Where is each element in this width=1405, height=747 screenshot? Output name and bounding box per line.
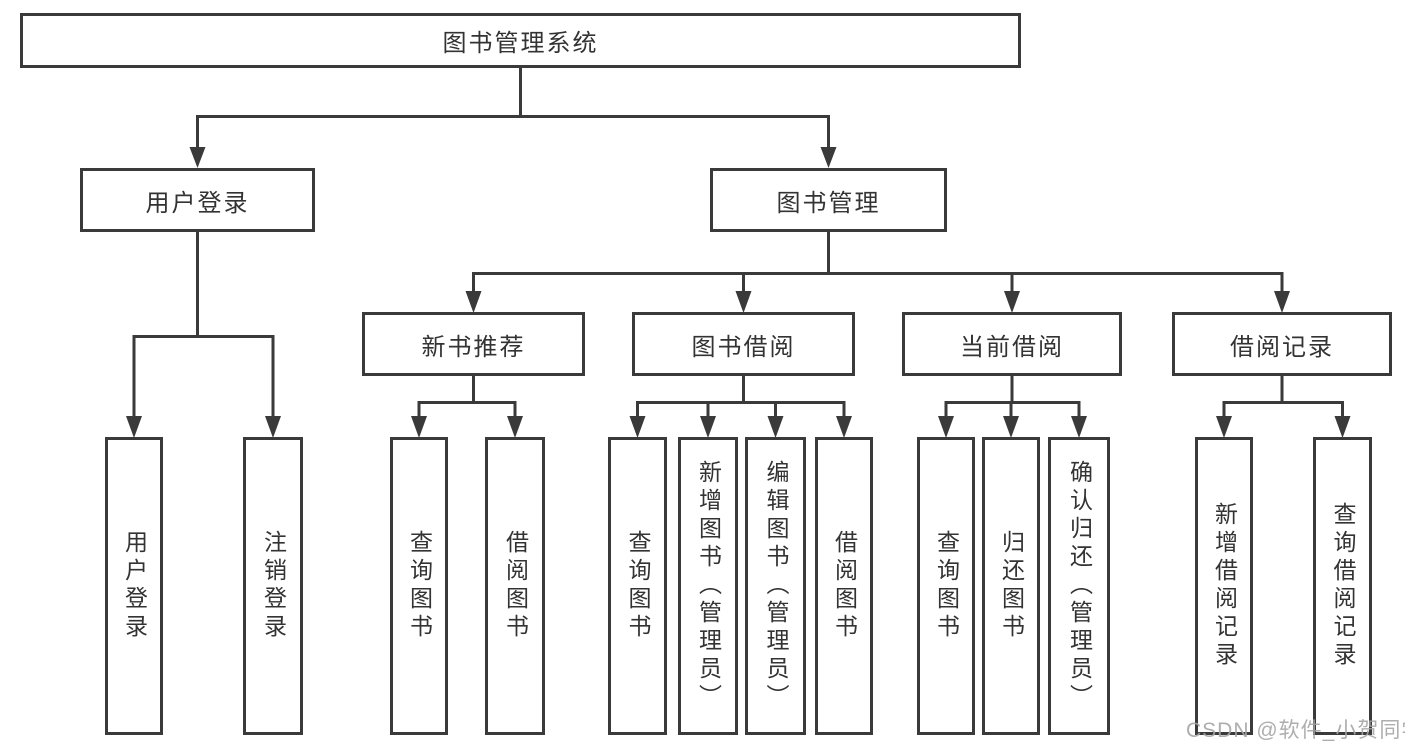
leaf-records-query-record: 查询借阅记录: [1313, 437, 1372, 735]
arrowhead: [836, 416, 852, 438]
arrowhead: [938, 416, 954, 438]
arrowhead: [700, 416, 716, 438]
connector-line: [944, 374, 1081, 420]
arrowhead: [1003, 416, 1019, 438]
leaf-current-return-book: 归还图书: [982, 437, 1040, 735]
leaf-borrow-add-book-admin-label: 新增图书（管理员）: [695, 460, 722, 712]
arrowhead: [1334, 416, 1351, 438]
leaf-borrow-query-book-label: 查询图书: [625, 530, 651, 642]
leaf-borrow-borrow-book-label: 借阅图书: [831, 530, 858, 642]
connector-line: [417, 374, 517, 420]
arrowhead: [1004, 291, 1020, 313]
node-root: 图书管理系统: [20, 13, 1021, 68]
arrowhead: [507, 416, 523, 438]
arrowhead: [820, 147, 837, 168]
leaf-newbook-borrow-book: 借阅图书: [485, 437, 545, 735]
arrowhead: [735, 291, 752, 313]
leaf-logout: 注销登录: [243, 437, 303, 735]
leaf-current-query-book-label: 查询图书: [933, 530, 960, 642]
arrowhead: [1274, 291, 1290, 313]
connector-book-mgmt-to-level3: [465, 230, 1290, 313]
node-borrow-records-label: 借阅记录: [1230, 333, 1334, 361]
leaf-current-return-book-label: 归还图书: [998, 530, 1025, 642]
leaf-borrow-edit-book-admin: 编辑图书（管理员）: [745, 437, 806, 735]
node-book-borrow-label: 图书借阅: [691, 333, 796, 361]
node-new-book-recommend-label: 新书推荐: [421, 333, 526, 361]
arrowhead: [629, 416, 646, 438]
leaf-newbook-borrow-book-label: 借阅图书: [502, 530, 529, 642]
arrowhead: [1071, 416, 1087, 438]
node-borrow-records: 借阅记录: [1172, 312, 1392, 376]
node-current-borrow: 当前借阅: [902, 312, 1122, 376]
leaf-user-login-label: 用户登录: [121, 530, 148, 642]
connector-user-login-to-leaves: [126, 230, 281, 438]
leaf-logout-label: 注销登录: [260, 530, 287, 642]
connector-current-borrow-to-leaves: [938, 374, 1087, 438]
connector-book-borrow-to-leaves: [629, 374, 852, 438]
node-book-borrow: 图书借阅: [632, 312, 855, 376]
csdn-watermark: CSDN @软件_小贺同学: [1186, 719, 1405, 742]
leaf-records-add-record-label: 新增借阅记录: [1211, 502, 1238, 670]
connector-borrow-records-to-leaves: [1216, 374, 1351, 438]
node-book-management: 图书管理: [710, 168, 947, 232]
node-user-login-label: 用户登录: [145, 189, 250, 217]
arrowhead: [465, 291, 482, 313]
node-new-book-recommend: 新书推荐: [362, 312, 585, 376]
node-current-borrow-label: 当前借阅: [960, 333, 1064, 361]
leaf-current-confirm-return-admin: 确认归还（管理员）: [1048, 437, 1110, 735]
arrowhead: [1216, 416, 1232, 438]
node-user-login: 用户登录: [80, 168, 315, 232]
leaf-user-login: 用户登录: [105, 437, 163, 735]
leaf-borrow-borrow-book: 借阅图书: [815, 437, 873, 735]
connector-line: [1222, 374, 1344, 420]
leaf-borrow-query-book: 查询图书: [608, 437, 667, 735]
arrowhead: [767, 416, 784, 438]
leaf-borrow-edit-book-admin-label: 编辑图书（管理员）: [763, 460, 789, 712]
leaf-newbook-query-book-label: 查询图书: [406, 530, 433, 642]
connector-line: [132, 230, 275, 420]
arrowhead: [189, 147, 206, 168]
leaf-records-add-record: 新增借阅记录: [1195, 437, 1253, 735]
leaf-current-confirm-return-admin-label: 确认归还（管理员）: [1066, 460, 1093, 712]
leaf-newbook-query-book: 查询图书: [390, 437, 448, 735]
node-root-label: 图书管理系统: [442, 30, 599, 57]
connector-line: [472, 230, 1284, 294]
arrowhead: [411, 416, 427, 438]
node-book-management-label: 图书管理: [776, 189, 881, 217]
connector-root-to-level2: [189, 66, 837, 168]
connector-line: [196, 66, 830, 150]
arrowhead: [265, 416, 281, 438]
connector-new-book-to-leaves: [411, 374, 523, 438]
leaf-borrow-add-book-admin: 新增图书（管理员）: [678, 437, 738, 735]
leaf-records-query-record-label: 查询借阅记录: [1330, 502, 1356, 670]
connector-line: [636, 374, 846, 420]
arrowhead: [126, 416, 142, 438]
leaf-current-query-book: 查询图书: [917, 437, 975, 735]
